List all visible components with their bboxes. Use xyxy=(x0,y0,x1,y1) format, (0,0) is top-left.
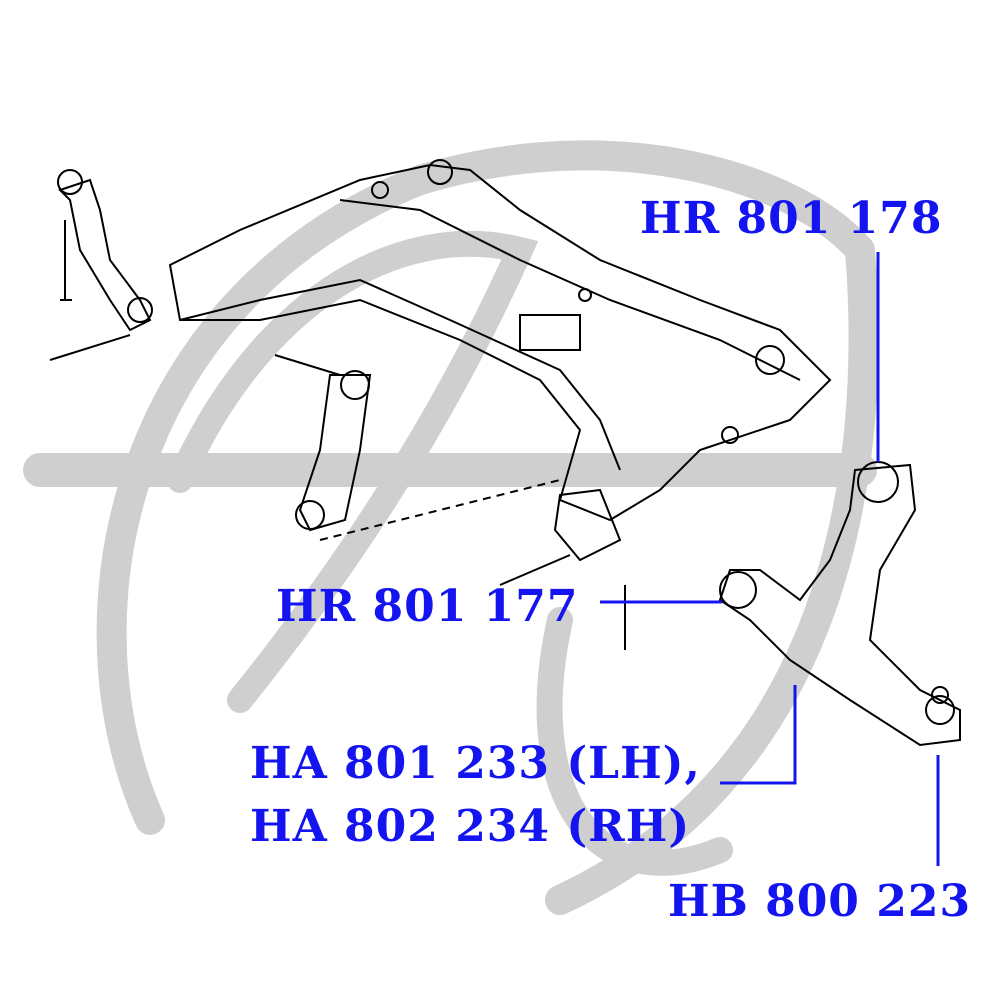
part-label-hb800223: HB 800 223 xyxy=(668,876,972,927)
part-label-ha801233: HA 801 233 (LH), xyxy=(250,738,701,789)
part-label-hr801178: HR 801 178 xyxy=(640,193,943,244)
subframe xyxy=(168,163,832,522)
part-label-ha802234: HA 802 234 (RH) xyxy=(250,801,691,852)
left-link xyxy=(58,178,152,332)
part-label-hr801177: HR 801 177 xyxy=(276,581,579,632)
lower-control-arm xyxy=(718,463,961,747)
leader-lines xyxy=(600,252,940,866)
